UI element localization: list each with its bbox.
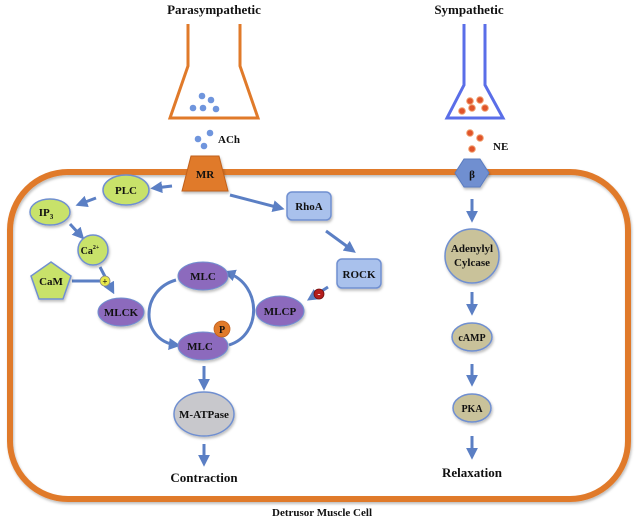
phospho-mlc-node — [177, 331, 229, 361]
arrow-rhoa-rock — [325, 229, 356, 253]
phosphate-icon — [213, 320, 231, 338]
sympathetic-terminal — [444, 24, 506, 120]
ip3-node — [29, 198, 71, 226]
cell-label: Detrusor Muscle Cell — [272, 507, 372, 519]
calmodulin-node — [30, 261, 72, 300]
parasympathetic-terminal — [167, 24, 261, 120]
arrow-mr-plc — [150, 181, 173, 194]
ne-label: NE — [493, 141, 508, 153]
ip3-label: IP3 — [39, 207, 54, 221]
camp-node — [451, 322, 493, 352]
mlcp-node — [255, 295, 305, 327]
inhibit-icon — [313, 288, 325, 300]
contraction-label: Contraction — [170, 470, 238, 485]
matpase-node — [173, 391, 235, 437]
matpase-label: M-ATPase — [179, 409, 229, 421]
calcium-node — [77, 234, 109, 266]
relaxation-label: Relaxation — [442, 465, 503, 480]
ach-vesicles — [189, 92, 220, 150]
arrow-mlc-phosphorylation — [147, 278, 181, 350]
rock-label: ROCK — [343, 269, 376, 281]
ach-label: ACh — [218, 134, 240, 146]
arrow-mlc-dephosphorylation — [223, 269, 255, 347]
mlc-top-label: MLC — [190, 271, 216, 283]
minus-sign: - — [318, 289, 321, 299]
mr-label: MR — [196, 169, 215, 181]
ne-vesicles — [458, 96, 489, 153]
cell-membrane — [7, 169, 631, 502]
plc-label: PLC — [115, 185, 137, 197]
activate-icon — [99, 275, 111, 287]
sympathetic-title: Sympathetic — [434, 2, 504, 17]
arrow-mr-rhoa — [229, 193, 285, 212]
adenylyl-label: Adenylyl — [451, 243, 493, 255]
parasympathetic-title: Parasympathetic — [167, 2, 261, 17]
cyclase-label: Cylcase — [454, 257, 490, 269]
beta-label: β — [469, 169, 475, 181]
pka-node — [452, 393, 492, 423]
plc-node — [102, 174, 150, 206]
muscarinic-receptor — [181, 155, 229, 192]
mlc-bottom-label: MLC — [187, 341, 213, 353]
beta-receptor — [454, 158, 490, 188]
arrow-plc-ip3 — [75, 195, 97, 208]
mlc-node — [177, 261, 229, 291]
adenylyl-cyclase-node — [444, 228, 500, 284]
mlck-label: MLCK — [104, 307, 139, 319]
phosphate-label: P — [219, 325, 225, 336]
mlck-node — [97, 297, 145, 327]
rock-node — [336, 258, 382, 289]
rhoa-label: RhoA — [295, 201, 323, 213]
arrow-ip3-ca — [68, 222, 85, 240]
camp-label: cAMP — [458, 333, 485, 344]
plus-sign: + — [102, 277, 107, 287]
mlcp-label: MLCP — [264, 306, 297, 318]
calcium-label: Ca2+ — [81, 245, 100, 257]
pka-label: PKA — [461, 404, 483, 415]
cam-label: CaM — [39, 276, 63, 288]
rhoa-node — [286, 191, 332, 221]
